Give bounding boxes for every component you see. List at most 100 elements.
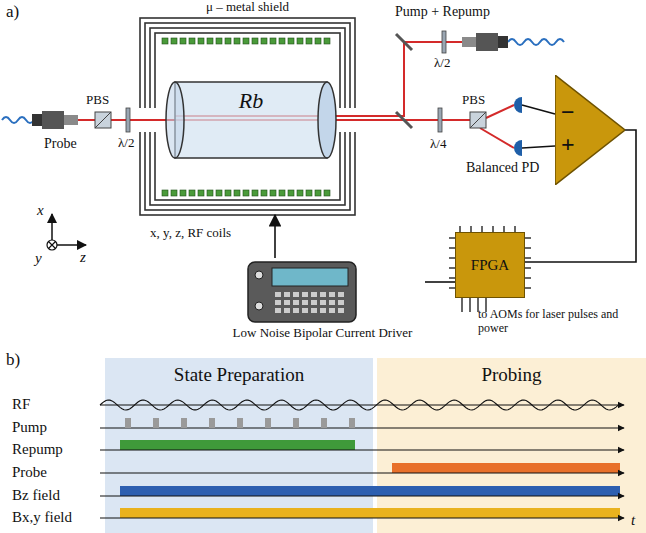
keypad-key bbox=[329, 292, 335, 297]
y-axis-cross bbox=[49, 242, 56, 249]
pd-wire bbox=[522, 105, 555, 114]
row-label: Repump bbox=[12, 441, 63, 458]
aom-line bbox=[469, 298, 471, 312]
coil-turn bbox=[216, 38, 222, 44]
driver-knob bbox=[255, 271, 263, 279]
coil-turn bbox=[243, 190, 249, 196]
row-label: Pump bbox=[12, 419, 47, 436]
repump-pulse bbox=[120, 440, 355, 450]
probe-fiber bbox=[2, 117, 34, 123]
probe-pulse bbox=[392, 463, 620, 473]
keypad-key bbox=[275, 308, 281, 313]
fpga-chip: FPGA bbox=[455, 232, 525, 298]
driver-housing bbox=[248, 262, 356, 322]
node-text: FPGA bbox=[471, 257, 509, 274]
coil-turn bbox=[162, 190, 168, 196]
coil-turn bbox=[189, 38, 195, 44]
coil-turn bbox=[225, 38, 231, 44]
keypad-key bbox=[284, 292, 290, 297]
shield-region: μ – metal shieldRb bbox=[140, 0, 355, 215]
photodiode bbox=[514, 140, 522, 156]
vapor-cell-body bbox=[175, 82, 327, 158]
fpga-pin bbox=[525, 237, 531, 239]
waveplate-label: λ/2 bbox=[434, 56, 450, 71]
axis-label: y bbox=[35, 250, 42, 267]
keypad-key bbox=[302, 300, 308, 305]
panel-label: b) bbox=[6, 350, 20, 370]
keypad-key bbox=[338, 308, 344, 313]
fpga-pins bbox=[449, 226, 531, 312]
fiber-connector bbox=[476, 33, 498, 51]
coil-turn bbox=[297, 38, 303, 44]
optic-label: PBS bbox=[462, 93, 485, 108]
coil-turn bbox=[198, 190, 204, 196]
coil-turn bbox=[216, 190, 222, 196]
coil-turn bbox=[207, 190, 213, 196]
node-text: + bbox=[561, 131, 575, 159]
coil-turn bbox=[171, 38, 177, 44]
coil-turn bbox=[324, 38, 330, 44]
coil-turn bbox=[243, 38, 249, 44]
coil-turn bbox=[288, 190, 294, 196]
coil-turn bbox=[288, 38, 294, 44]
half-wave-plate bbox=[126, 108, 130, 132]
pump-pulse bbox=[321, 418, 327, 428]
driver-keypad bbox=[275, 292, 344, 313]
signal-connector bbox=[425, 281, 455, 283]
fpga-pin bbox=[525, 277, 531, 279]
coil-turn bbox=[198, 38, 204, 44]
coil-turn bbox=[270, 190, 276, 196]
fiber-collimator bbox=[64, 115, 78, 125]
coil-turn bbox=[171, 190, 177, 196]
rf-wave bbox=[100, 400, 620, 410]
coil-turn bbox=[207, 38, 213, 44]
pbs-diagonal bbox=[95, 112, 111, 128]
coil-turn bbox=[252, 38, 258, 44]
split-beam bbox=[486, 105, 514, 118]
shield-layer bbox=[155, 33, 340, 200]
keypad-key bbox=[293, 300, 299, 305]
fpga-pin bbox=[525, 267, 531, 269]
state-preparation-band: State Preparation bbox=[105, 358, 373, 533]
fiber-connector bbox=[498, 36, 508, 48]
time-axis bbox=[100, 472, 624, 473]
node-text: Rb bbox=[239, 88, 263, 113]
timing-traces bbox=[100, 400, 624, 518]
pump-pulse bbox=[237, 418, 243, 428]
keypad-key bbox=[284, 308, 290, 313]
coil-turn bbox=[225, 190, 231, 196]
keypad-key bbox=[311, 308, 317, 313]
pbs-cube bbox=[95, 112, 111, 128]
shield-layer bbox=[140, 18, 355, 215]
amplifier-shape bbox=[555, 75, 625, 185]
balanced-amplifier: −+ bbox=[555, 75, 625, 185]
fiber-connector bbox=[32, 114, 42, 126]
coil-turn bbox=[189, 190, 195, 196]
bz-field-level bbox=[120, 486, 620, 496]
node-text: − bbox=[561, 99, 575, 127]
pump-pulse bbox=[349, 418, 355, 428]
mirror bbox=[396, 34, 412, 50]
fpga-pin bbox=[525, 257, 531, 259]
time-axis bbox=[100, 449, 624, 450]
keypad-key bbox=[275, 300, 281, 305]
quarter-wave-plate bbox=[438, 108, 442, 132]
aom-line bbox=[461, 298, 463, 312]
vapor-cell-window bbox=[318, 82, 336, 158]
row-label: Probe bbox=[12, 464, 47, 481]
driver-display bbox=[272, 268, 348, 286]
pd-wire bbox=[522, 146, 555, 148]
coil-turn bbox=[180, 38, 186, 44]
coil-turn bbox=[306, 38, 312, 44]
coil-windings bbox=[162, 38, 330, 196]
waveplate-label: λ/2 bbox=[118, 136, 134, 151]
vapor-cell: Rb bbox=[175, 82, 327, 158]
pbs-cube bbox=[470, 112, 486, 128]
split-beam bbox=[480, 128, 514, 148]
probing-band: Probing bbox=[377, 358, 646, 533]
coil-turn bbox=[324, 190, 330, 196]
keypad-key bbox=[338, 300, 344, 305]
coil-turn bbox=[270, 38, 276, 44]
node-text: Probing bbox=[481, 364, 541, 386]
